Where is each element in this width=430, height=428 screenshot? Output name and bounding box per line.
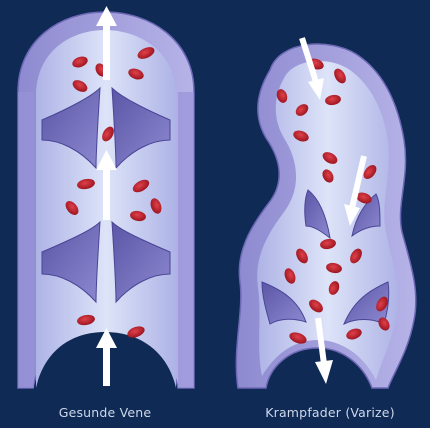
varicose-vein-caption: Krampfader (Varize) bbox=[265, 405, 395, 420]
healthy-vein-right-strip bbox=[178, 92, 194, 388]
vein-diagram bbox=[0, 0, 430, 400]
healthy-vein-caption: Gesunde Vene bbox=[59, 405, 152, 420]
healthy-vein-left-strip bbox=[18, 92, 34, 388]
arrow-up-icon bbox=[96, 328, 117, 386]
varicose-vein bbox=[236, 44, 416, 388]
